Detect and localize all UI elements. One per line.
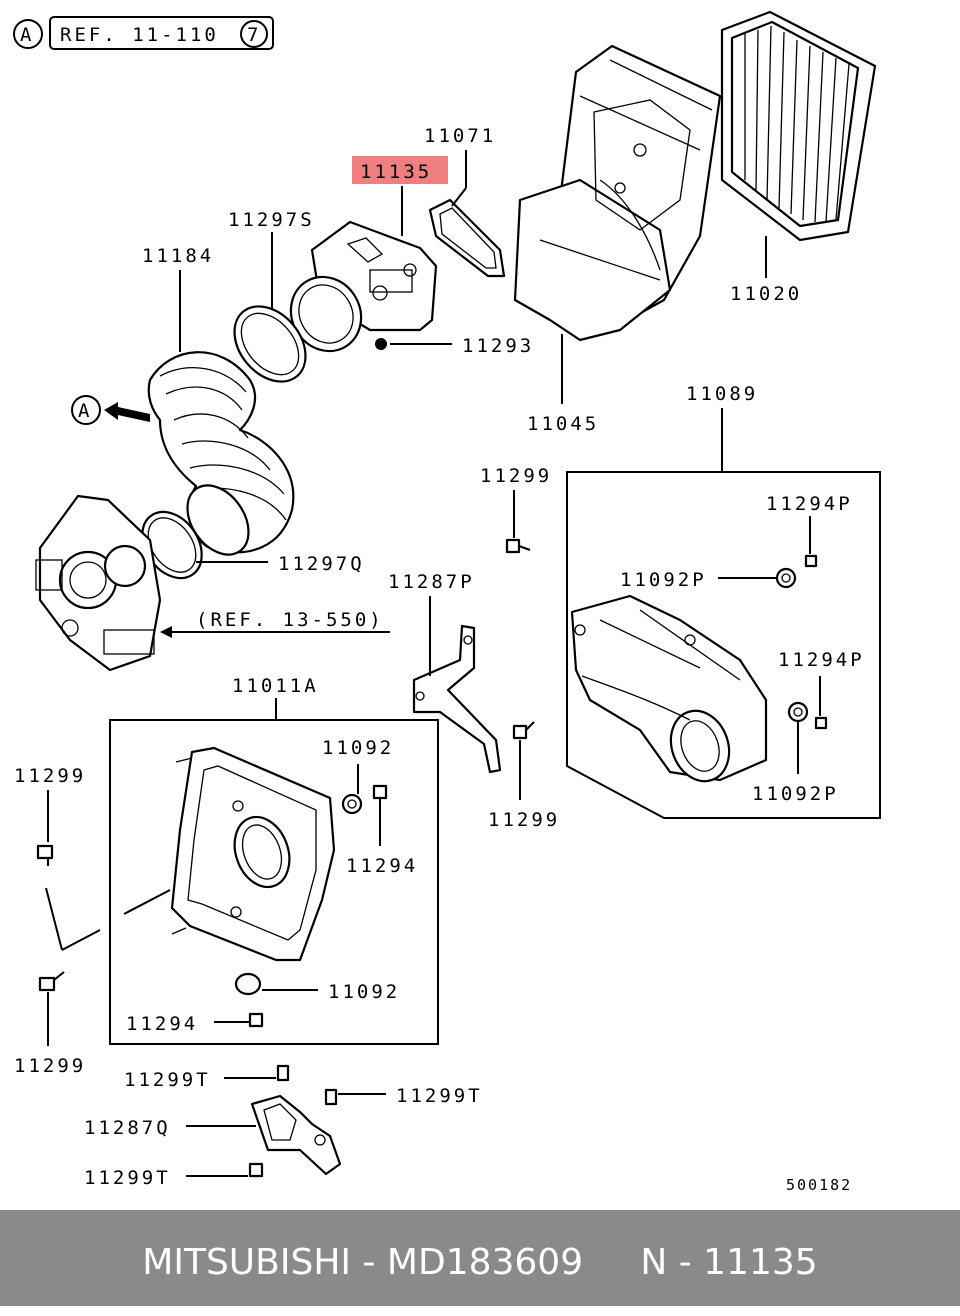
bolt-11299t-b: [324, 1088, 338, 1106]
label-11011a: 11011A: [232, 675, 319, 697]
label-11071: 11071: [424, 125, 496, 147]
air-filter-element-drawing: [720, 10, 877, 242]
label-ref13: (REF. 13-550): [196, 609, 384, 631]
label-11299-c: 11299: [14, 765, 86, 787]
label-11293: 11293: [462, 335, 534, 357]
screw-11293: [375, 338, 387, 350]
label-11184: 11184: [142, 245, 214, 267]
bracket-11287q-drawing: [250, 1094, 342, 1176]
ref-callout-text: REF. 11-110: [60, 24, 219, 46]
lower-case-drawing: [170, 746, 336, 962]
label-11092p-b: 11092P: [752, 783, 839, 805]
bolt-11299-d: [38, 976, 56, 992]
footer-ref-number: 11135: [703, 1242, 818, 1283]
bolt-11299-b: [512, 721, 535, 740]
footer-sep2: -: [667, 1242, 704, 1283]
footer-sep1: -: [351, 1242, 387, 1283]
footer-gap: [583, 1242, 640, 1283]
footer-prefix: N: [640, 1242, 668, 1283]
footer-part-number: MD183609: [386, 1242, 584, 1283]
label-11287p: 11287P: [388, 571, 475, 593]
label-11294p-b: 11294P: [778, 649, 865, 671]
arrow-marker-letter: A: [78, 400, 92, 422]
label-11020: 11020: [730, 283, 802, 305]
label-11299t-c: 11299T: [84, 1167, 171, 1189]
label-11092-b: 11092: [328, 981, 400, 1003]
collar-11294p-b: [814, 716, 828, 730]
collar-11294p-a: [804, 554, 818, 568]
label-11092p-a: 11092P: [620, 569, 707, 591]
label-11294-b: 11294: [126, 1013, 198, 1035]
arrow-marker-a: A: [71, 395, 150, 425]
highlight-11135: [352, 156, 448, 184]
label-11092-a: 11092: [322, 737, 394, 759]
grommet-11092p-a: [775, 567, 797, 589]
label-11045: 11045: [527, 413, 599, 435]
diagram-code: 500182: [786, 1176, 852, 1194]
label-11299-a: 11299: [480, 465, 552, 487]
air-cleaner-cover-drawing: [513, 44, 722, 342]
ref-callout-letter: A: [20, 24, 34, 46]
label-11297q: 11297Q: [278, 553, 365, 575]
gasket-drawing: [428, 198, 506, 278]
ref-callout-sheet: 7: [247, 24, 261, 46]
grommet-11092-b: [234, 972, 262, 996]
collar-11294-a: [372, 784, 388, 800]
footer-caption: MITSUBISHI - MD183609 N - 11135: [0, 1210, 960, 1316]
label-11294-a: 11294: [346, 855, 418, 877]
resonator-drawing: [570, 594, 768, 783]
label-11299-b: 11299: [488, 809, 560, 831]
parts-diagram: A REF. 11-110 7 11020 11045: [13, 10, 881, 1194]
label-11135: 11135: [360, 161, 432, 183]
footer-brand: MITSUBISHI: [142, 1242, 352, 1283]
clamp-11297s: [233, 305, 307, 383]
label-11287q: 11287Q: [84, 1117, 171, 1139]
footer-bar: MITSUBISHI - MD183609 N - 11135: [0, 1210, 960, 1306]
intake-hose-drawing: [147, 351, 295, 556]
label-11297s: 11297S: [228, 209, 315, 231]
ref-callout: A REF. 11-110 7: [13, 16, 274, 50]
grommet-11092p-b: [787, 701, 809, 723]
bolt-11299t-a: [276, 1064, 290, 1082]
label-11089: 11089: [686, 383, 758, 405]
group-box-11089: [566, 471, 881, 819]
grommet-11092-a: [341, 793, 363, 815]
bracket-11287p-drawing: [412, 624, 502, 774]
collar-11294-b: [248, 1012, 264, 1028]
label-11294p-a: 11294P: [766, 493, 853, 515]
label-11299t-b: 11299T: [396, 1085, 483, 1107]
throttle-body-drawing: [35, 494, 162, 672]
group-box-11011a: [109, 719, 439, 1045]
bolt-11299-a: [505, 538, 531, 554]
label-11299-d: 11299: [14, 1055, 86, 1077]
label-11299t-a: 11299T: [124, 1069, 211, 1091]
bolt-11299-c: [36, 844, 54, 860]
bolt-11299t-c: [248, 1162, 264, 1178]
